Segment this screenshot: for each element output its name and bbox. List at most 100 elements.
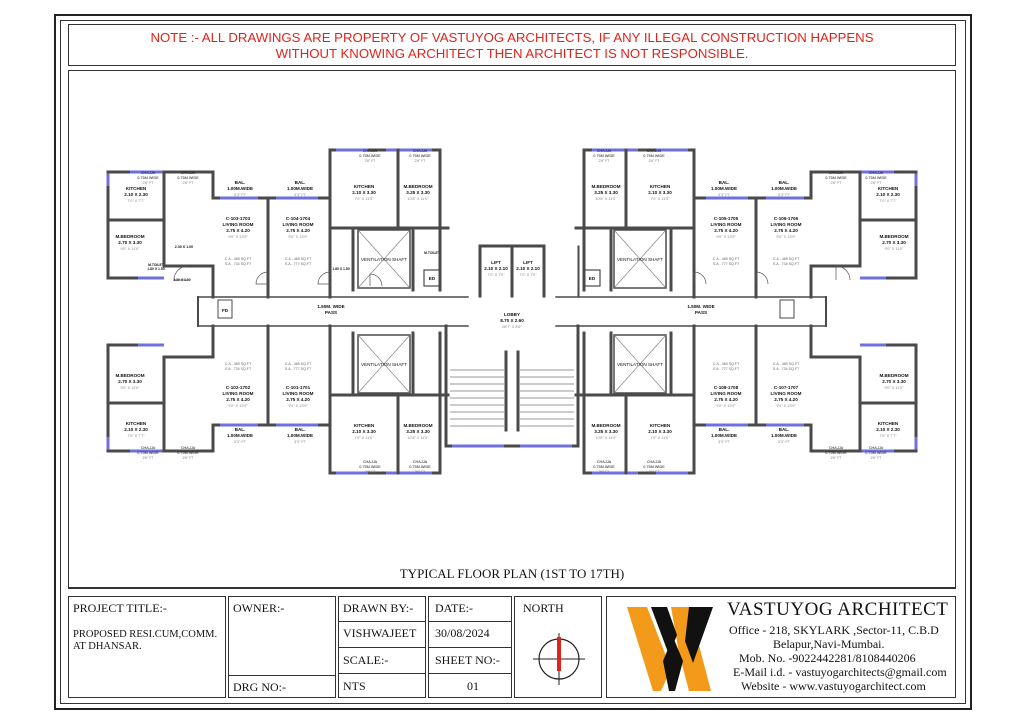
plan-label: KITCHEN (650, 184, 671, 189)
plan-label: 2'6" FT (871, 456, 882, 460)
plan-label: LIVING ROOM (711, 391, 742, 396)
company-website: Website - www.vastuyogarchitect.com (741, 679, 926, 693)
plan-label: M.BEDROOM (591, 423, 620, 428)
plan-shaft-line (357, 229, 411, 289)
plan-label: M.BEDROOM (115, 234, 144, 239)
plan-label: 1.00M.WIDE (771, 433, 797, 438)
plan-label: 2'6" FT (415, 470, 426, 474)
plan-label: 3'3" FT (778, 193, 791, 197)
plan-box (583, 269, 601, 287)
company-email: E-Mail i.d. - vastuyogarchitects@gmail.c… (733, 665, 947, 679)
drawn-by-cell: DRAWN BY:- VISHWAJEET SCALE:- NTS (338, 596, 426, 698)
plan-label: 7'0" X 7'7" (879, 199, 897, 203)
plan-label: BAL. (235, 427, 246, 432)
plan-label: 7'0" X 7'7" (879, 434, 897, 438)
plan-label: 2.10 X 3.30 (352, 190, 376, 195)
plan-label: CHAJJA (869, 446, 884, 450)
plan-label: 2.10 X 3.30 (352, 429, 376, 434)
plan-label: 0.75M.WIDE (643, 154, 665, 158)
plan-label: CHAJJA (413, 149, 428, 153)
north-arrow-icon (533, 633, 585, 685)
plan-label: S.A - 734 SQ.FT (225, 367, 252, 371)
owner-cell: OWNER:- DRG NO:- (228, 596, 336, 698)
company-cell: VASTUYOG ARCHITECT Office - 218, SKYLARK… (606, 596, 956, 698)
plan-label: S.A - 734 SQ.FT (225, 262, 252, 266)
plan-door-swing (317, 271, 331, 285)
plan-label: 2.75 X 4.20 (714, 397, 738, 402)
plan-label: 2.10 X 3.30 (648, 190, 672, 195)
drawing-area (68, 70, 956, 588)
owner-label: OWNER:- (233, 601, 285, 615)
plan-label: 9'0" X 11'0" (884, 386, 904, 390)
scale-label: SCALE:- (343, 653, 389, 667)
plan-door-swing (835, 265, 851, 281)
plan-label: C.A - 489 SQ.FT (225, 257, 252, 261)
plan-label: 2.75 X 4.20 (226, 228, 250, 233)
plan-label: 9'0" X 13'9" (228, 235, 248, 239)
plan-label: 8.70 X 2.60 (500, 318, 524, 323)
plan-label: CHAJJA (597, 460, 612, 464)
plan-label: 1.50M. WIDE (317, 304, 344, 309)
plan-label: 1.00M.WIDE (287, 186, 313, 191)
plan-box (357, 229, 411, 289)
plan-label: 3.25 X 3.30 (594, 429, 618, 434)
plan-label: 3'3" FT (294, 440, 307, 444)
plan-label-vent: VENTILATION SHAFT (617, 362, 663, 367)
plan-label: 9'0" X 13'9" (776, 404, 796, 408)
plan-label: 2.10 X 2.10 (516, 266, 540, 271)
plan-label: C.A - 465 SQ.FT (285, 362, 312, 366)
plan-label: 0.75M.WIDE (359, 154, 381, 158)
plan-box (613, 334, 667, 394)
plan-label: 0.75M.WIDE (177, 176, 199, 180)
plan-door-swing (255, 271, 269, 285)
plan-label: BAL. (779, 427, 790, 432)
plan-label: 7'0" X 11'0" (354, 197, 374, 201)
drawn-by-value: VISHWAJEET (343, 626, 417, 640)
plan-label: 7'0" X 7'7" (127, 199, 145, 203)
plan-door-swing (173, 265, 189, 281)
plan-box (423, 269, 441, 287)
plan-label: M.BEDROOM (115, 373, 144, 378)
plan-label-ed-left: ED (429, 276, 436, 281)
plan-label: 1.80 X 1.50 (147, 267, 164, 271)
plan-label: 9'0" X 13'9" (288, 404, 308, 408)
plan-label: 9'0" X 13'9" (716, 404, 736, 408)
plan-label: KITCHEN (126, 186, 147, 191)
drawn-by-label: DRAWN BY:- (343, 601, 414, 615)
date-label: DATE:- (435, 601, 473, 615)
plan-label: 0.75M.WIDE (359, 465, 381, 469)
plan-shaft-line (357, 334, 411, 394)
plan-label: C-104-1704 (286, 216, 311, 221)
company-address-2: Belapur,Navi-Mumbai. (773, 637, 885, 651)
plan-label: 7'0" X 7'0" (487, 273, 505, 277)
plan-label: C.A - 465 SQ.FT (713, 257, 740, 261)
plan-label: LIVING ROOM (283, 222, 314, 227)
plan-label: 3'3" FT (234, 440, 247, 444)
plan-label: 0.75M.WIDE (593, 465, 615, 469)
plan-label: C.A - 489 SQ.FT (225, 362, 252, 366)
plan-label: 3'3" FT (234, 193, 247, 197)
plan-label: 2.10 X 2.30 (876, 427, 900, 432)
plan-label: 2'6" FT (831, 456, 842, 460)
plan-label: KITCHEN (354, 184, 375, 189)
plan-label: CHAJJA (141, 171, 156, 175)
plan-label: 9'0" X 13'9" (288, 235, 308, 239)
plan-label: CHAJJA (363, 149, 378, 153)
plan-door-swing (693, 271, 707, 285)
plan-label: BAL. (719, 180, 730, 185)
plan-label: 2'6" FT (415, 159, 426, 163)
plan-label: 2'6" FT (649, 470, 660, 474)
plan-label: CHAJJA (181, 171, 196, 175)
plan-label: 3'3" FT (294, 193, 307, 197)
plan-title-divider (68, 588, 956, 589)
plan-label: 2'6" FT (143, 181, 154, 185)
plan-label: 2.75 X 4.20 (774, 228, 798, 233)
plan-label: C-105-1705 (714, 216, 739, 221)
plan-label: C.A - 489 SQ.FT (773, 257, 800, 261)
plan-door-swing (369, 273, 383, 287)
plan-label: BAL. (779, 180, 790, 185)
plan-label: 2'6" FT (871, 181, 882, 185)
plan-label: 1.00M.WIDE (711, 433, 737, 438)
plan-label-vent: VENTILATION SHAFT (617, 257, 663, 262)
plan-label: 3'3" FT (778, 440, 791, 444)
